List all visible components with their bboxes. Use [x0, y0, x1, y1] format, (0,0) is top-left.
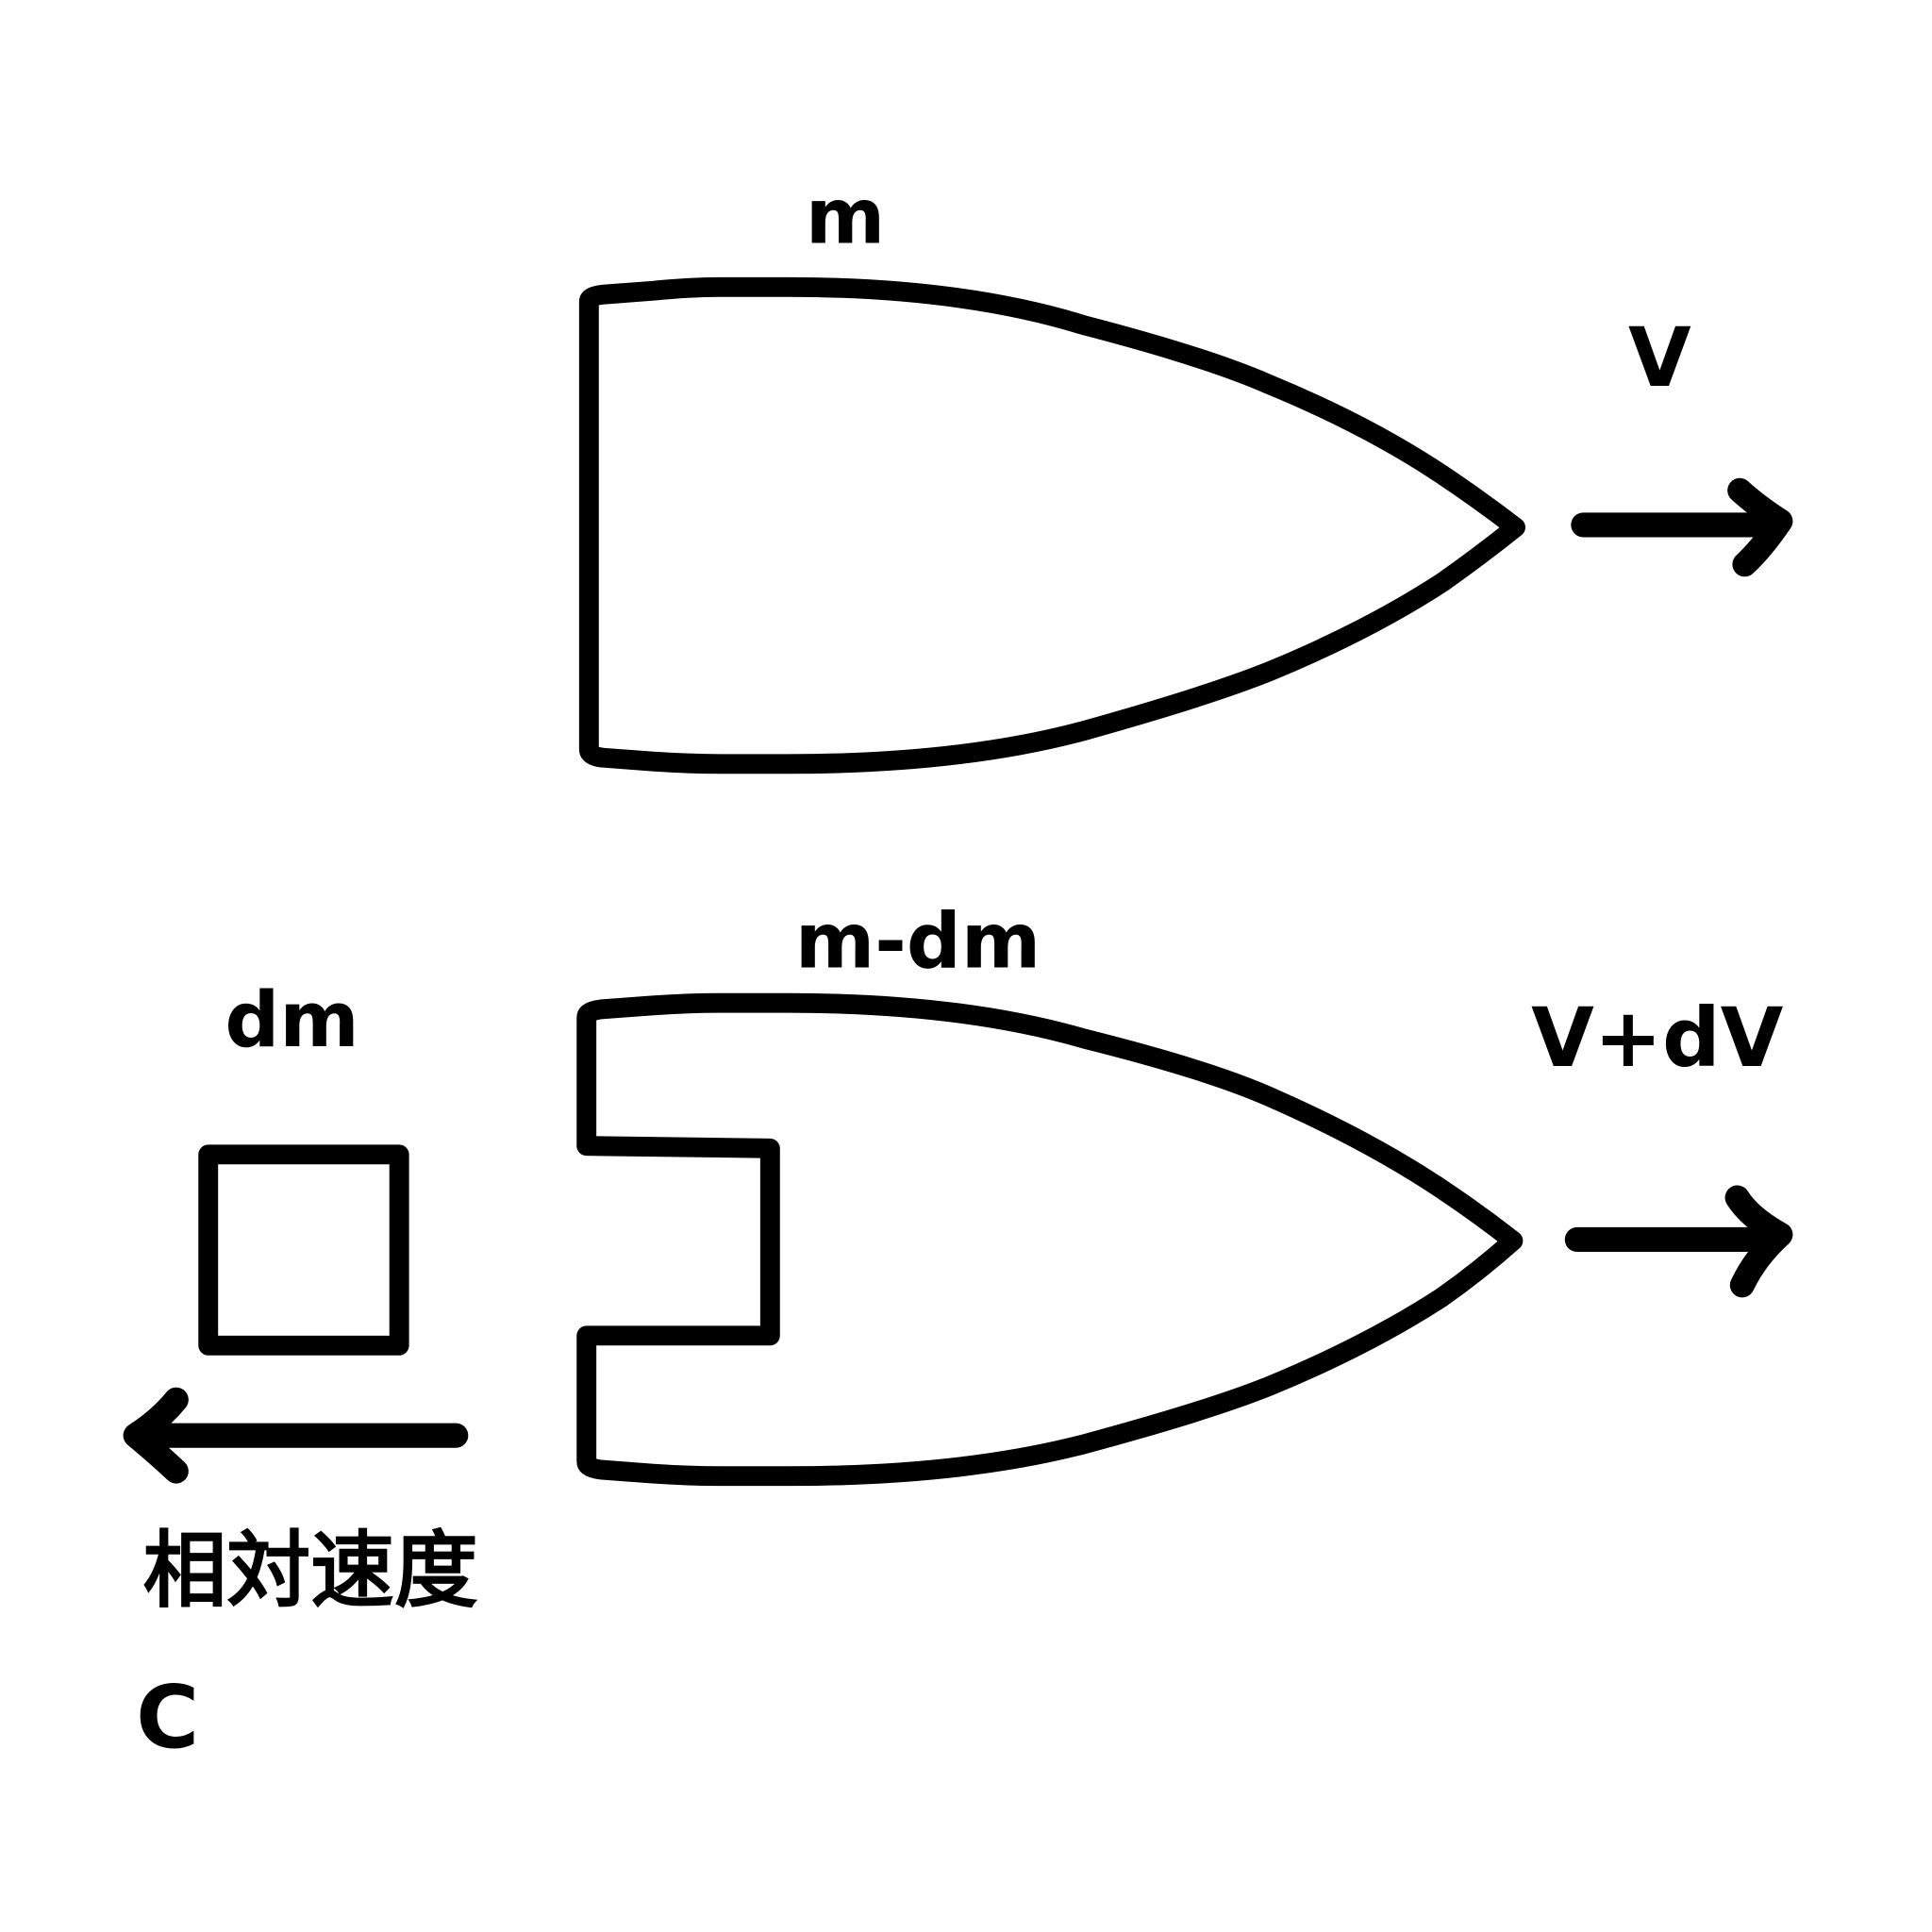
rocket-body-full — [578, 276, 1525, 774]
mass-label-m: m — [806, 173, 885, 261]
ejected-mass-label-dm: dm — [225, 976, 358, 1065]
relative-velocity-label: 相対速度 — [143, 1522, 478, 1619]
velocity-label-v: V — [1628, 311, 1691, 406]
relative-velocity-symbol-c: C — [136, 1667, 199, 1768]
velocity-label-v-plus-dv: V+dV — [1531, 991, 1784, 1086]
ejected-mass-block — [198, 1144, 409, 1356]
velocity-arrow-right-after — [1564, 1185, 1793, 1298]
velocity-arrow-right — [1571, 477, 1793, 577]
mass-label-m-minus-dm: m-dm — [795, 897, 1041, 986]
rocket-body-after-ejection — [576, 992, 1524, 1487]
relative-velocity-arrow-left — [123, 1387, 469, 1484]
